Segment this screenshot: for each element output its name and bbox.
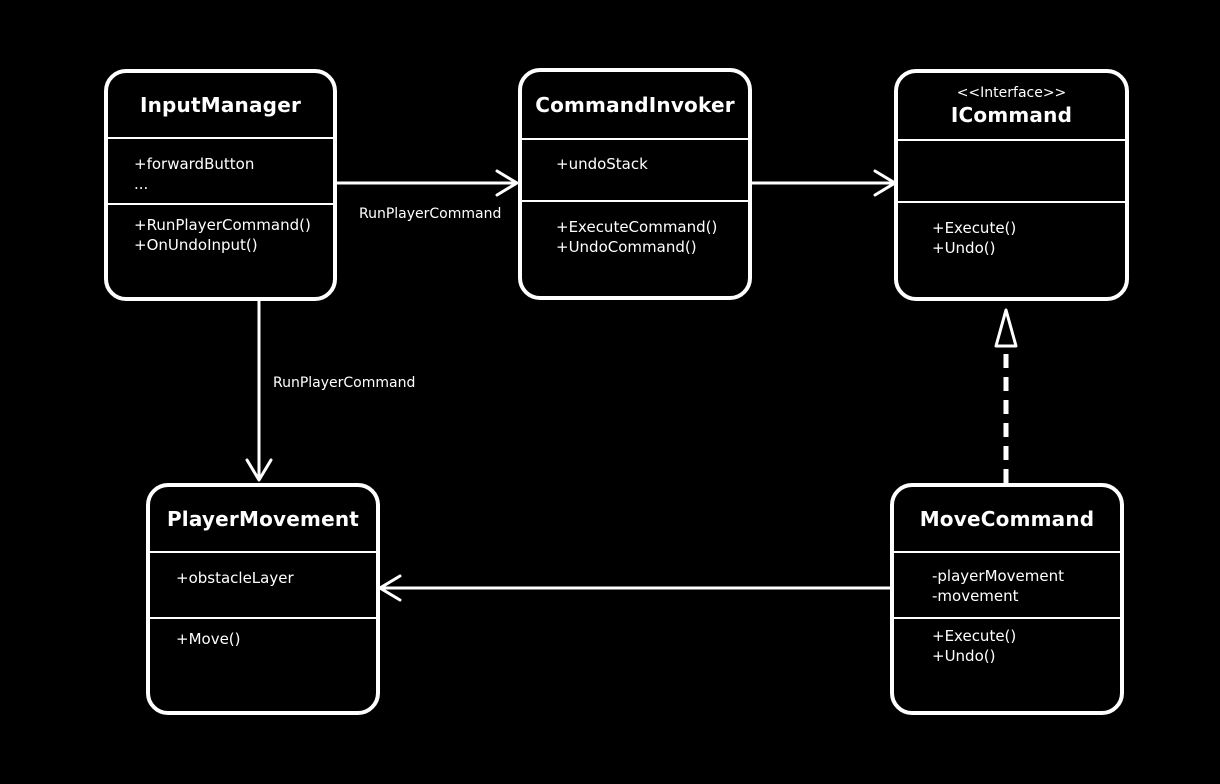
class-header: PlayerMovement (150, 487, 376, 553)
attribute: ... (134, 175, 149, 193)
class-attributes: +obstacleLayer (150, 553, 376, 619)
class-attributes (898, 141, 1125, 203)
class-command-invoker: CommandInvoker +undoStack +ExecuteComman… (518, 68, 752, 300)
arrow-input-to-invoker (337, 169, 519, 197)
class-operations: +Execute() +Undo() (894, 619, 1120, 666)
operation: +RunPlayerCommand() (134, 216, 311, 234)
class-attributes: +forwardButton ... (108, 139, 333, 205)
operation: +Undo() (932, 647, 996, 665)
class-operations: +RunPlayerCommand() +OnUndoInput() (108, 205, 333, 255)
class-name: CommandInvoker (535, 93, 735, 117)
attribute: +obstacleLayer (176, 569, 294, 587)
class-player-movement: PlayerMovement +obstacleLayer +Move() (146, 483, 380, 715)
class-stereotype: <<Interface>> (956, 85, 1067, 101)
class-name: PlayerMovement (166, 507, 360, 531)
class-input-manager: InputManager +forwardButton ... +RunPlay… (104, 69, 337, 301)
arrow-invoker-to-icommand (752, 169, 897, 197)
class-attributes: -playerMovement -movement (894, 553, 1120, 619)
operation: +Execute() (932, 219, 1017, 237)
operation: +OnUndoInput() (134, 236, 258, 254)
class-header: MoveCommand (894, 487, 1120, 553)
attribute: +undoStack (556, 155, 648, 173)
class-attributes: +undoStack (522, 140, 748, 202)
class-operations: +ExecuteCommand() +UndoCommand() (522, 202, 748, 257)
class-name: ICommand (950, 103, 1073, 127)
operation: +Move() (176, 630, 241, 648)
attribute: -movement (932, 587, 1019, 605)
class-header: InputManager (108, 73, 333, 139)
operation: +UndoCommand() (556, 238, 697, 256)
class-operations: +Execute() +Undo() (898, 203, 1125, 258)
edge-label-input-to-invoker: RunPlayerCommand (359, 206, 502, 222)
class-header: <<Interface>> ICommand (898, 73, 1125, 141)
operation: +Undo() (932, 239, 996, 257)
arrow-move-to-player (378, 574, 890, 602)
class-header: CommandInvoker (522, 72, 748, 140)
edge-label-input-to-player: RunPlayerCommand (273, 375, 416, 391)
arrow-input-to-player (245, 300, 273, 482)
class-name: InputManager (139, 93, 302, 117)
attribute: +forwardButton (134, 155, 255, 173)
class-name: MoveCommand (919, 507, 1095, 531)
operation: +Execute() (932, 627, 1017, 645)
attribute: -playerMovement (932, 567, 1065, 585)
operation: +ExecuteCommand() (556, 218, 718, 236)
class-operations: +Move() (150, 619, 376, 649)
interface-icommand: <<Interface>> ICommand +Execute() +Undo(… (894, 69, 1129, 301)
realization-move-to-icommand (994, 308, 1018, 483)
class-move-command: MoveCommand -playerMovement -movement +E… (890, 483, 1124, 715)
